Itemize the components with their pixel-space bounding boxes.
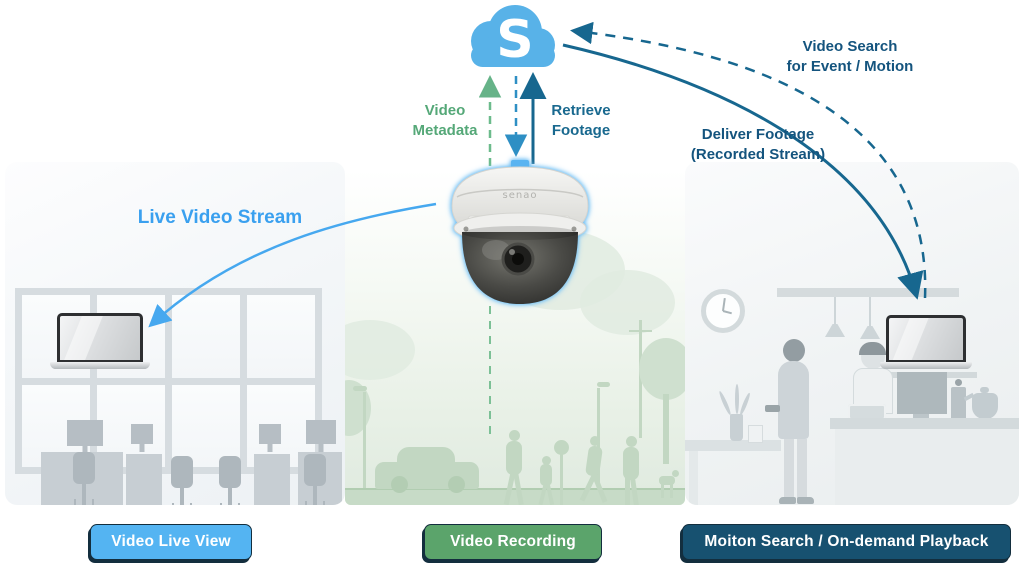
plant-leaf bbox=[717, 390, 733, 416]
dog-silhouette bbox=[659, 476, 675, 485]
background-foliage bbox=[345, 320, 415, 380]
stop-sign bbox=[554, 440, 569, 455]
desk-monitor-icon bbox=[306, 420, 336, 444]
car-cabin bbox=[397, 447, 455, 467]
kettle-lid bbox=[980, 387, 989, 393]
car-wheel bbox=[391, 476, 408, 493]
customer-held-item bbox=[765, 405, 780, 412]
tree-trunk bbox=[663, 394, 669, 464]
plant-leaf bbox=[735, 384, 739, 414]
laptop-base bbox=[50, 362, 150, 369]
playback-laptop-icon bbox=[880, 315, 972, 371]
register-stand bbox=[913, 414, 929, 419]
utility-pole-crossarm bbox=[629, 330, 652, 332]
pendant-lamp-cord bbox=[869, 297, 871, 327]
customer-body bbox=[778, 361, 809, 439]
desk-monitor-icon bbox=[131, 424, 153, 444]
customer-leg bbox=[797, 439, 807, 499]
label-retrieve-footage: Retrieve Footage bbox=[551, 102, 611, 139]
walker-silhouette bbox=[623, 447, 639, 480]
scene-store bbox=[685, 162, 1019, 505]
pendant-lamp-icon bbox=[825, 324, 845, 337]
dog-head bbox=[672, 470, 679, 477]
dog-leg bbox=[661, 484, 664, 498]
office-chair bbox=[217, 456, 243, 505]
car-wheel bbox=[448, 476, 465, 493]
desk-monitor-icon bbox=[259, 424, 281, 444]
kettle-body bbox=[972, 393, 998, 419]
customer-head bbox=[783, 339, 805, 362]
laptop-screen bbox=[886, 315, 966, 363]
label-video-search: Video Search for Event / Motion bbox=[786, 38, 914, 75]
office-chair bbox=[71, 452, 97, 505]
label-live-video-stream: Live Video Stream bbox=[137, 207, 303, 228]
child-silhouette bbox=[540, 464, 552, 486]
video-recording-button[interactable]: Video Recording bbox=[424, 524, 602, 560]
background-foliage bbox=[580, 270, 675, 335]
counter-front bbox=[835, 429, 1019, 505]
pendant-lamp-cord bbox=[834, 297, 836, 325]
customer-shoe bbox=[779, 497, 796, 504]
cloud-letter: S bbox=[496, 10, 533, 70]
label-deliver-footage: Deliver Footage (Recorded Stream) bbox=[690, 126, 826, 163]
side-table bbox=[685, 440, 781, 451]
office-chair bbox=[169, 456, 195, 505]
pendant-lamp-icon bbox=[860, 326, 880, 339]
flower-vase bbox=[730, 414, 743, 441]
side-table-leg bbox=[689, 451, 698, 505]
child-silhouette bbox=[542, 456, 551, 465]
window-pane bbox=[172, 384, 240, 467]
cash-tray bbox=[848, 404, 886, 420]
customer-leg bbox=[784, 439, 794, 499]
cup bbox=[748, 425, 763, 443]
counter-top bbox=[830, 418, 1019, 429]
office-desk bbox=[126, 454, 162, 505]
walker-leg bbox=[625, 478, 630, 505]
office-desk bbox=[254, 454, 290, 505]
pedestrian-silhouette bbox=[506, 441, 522, 475]
tree-silhouette bbox=[639, 338, 685, 400]
street-lamp bbox=[363, 392, 366, 504]
video-live-view-button[interactable]: Video Live View bbox=[90, 524, 252, 560]
clerk-hair bbox=[859, 342, 886, 355]
pedestrian-silhouette bbox=[509, 430, 520, 441]
motion-search-playback-button[interactable]: Moiton Search / On-demand Playback bbox=[682, 524, 1011, 560]
runner-silhouette bbox=[590, 436, 600, 446]
street-lamp-head bbox=[597, 382, 610, 387]
coffee-grinder bbox=[951, 387, 966, 420]
cloud-icon: S bbox=[471, 5, 555, 70]
live-view-laptop-icon bbox=[50, 313, 150, 371]
grinder-crank bbox=[955, 379, 962, 386]
laptop-screen bbox=[57, 313, 143, 363]
customer-shoe bbox=[797, 497, 814, 504]
plant-leaf bbox=[738, 392, 752, 416]
walker-silhouette bbox=[626, 436, 637, 447]
street-lamp-head bbox=[353, 386, 367, 391]
window-pane bbox=[172, 295, 240, 378]
label-video-metadata: Video Metadata bbox=[412, 102, 478, 139]
office-chair bbox=[302, 454, 328, 505]
window-pane bbox=[247, 295, 315, 378]
scene-street bbox=[345, 170, 685, 505]
dog-leg bbox=[670, 484, 673, 498]
laptop-base bbox=[880, 362, 972, 369]
wall-clock-icon bbox=[701, 289, 745, 333]
ceiling-beam bbox=[777, 288, 959, 297]
register-monitor bbox=[897, 372, 947, 414]
desk-monitor-icon bbox=[67, 420, 103, 446]
stop-sign-pole bbox=[560, 452, 563, 505]
